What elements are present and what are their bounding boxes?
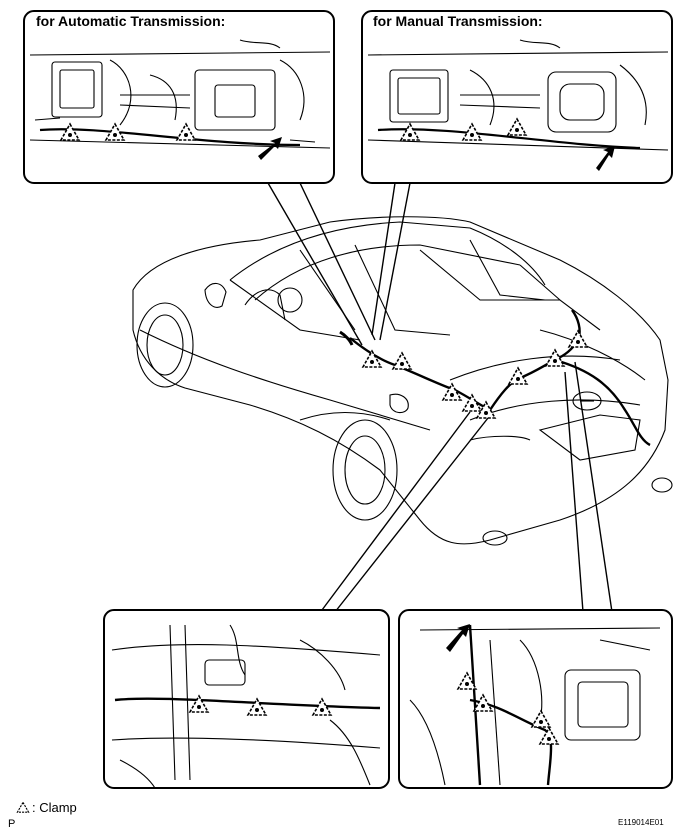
- clamp-triangle-icon: [16, 800, 30, 813]
- trunk-inset: [398, 609, 673, 789]
- rear-floor-inset: [103, 609, 390, 789]
- manual-transmission-title: for Manual Transmission:: [373, 13, 543, 29]
- figure-code: E119014E01: [618, 818, 664, 827]
- automatic-transmission-inset: [23, 10, 335, 184]
- page-marker: P: [8, 818, 16, 830]
- legend: : Clamp: [16, 800, 77, 815]
- legend-text: : Clamp: [32, 800, 77, 815]
- automatic-transmission-title: for Automatic Transmission:: [36, 13, 226, 29]
- vehicle-illustration: [132, 216, 673, 546]
- wire-harness: [339, 309, 651, 447]
- manual-transmission-inset: [361, 10, 673, 184]
